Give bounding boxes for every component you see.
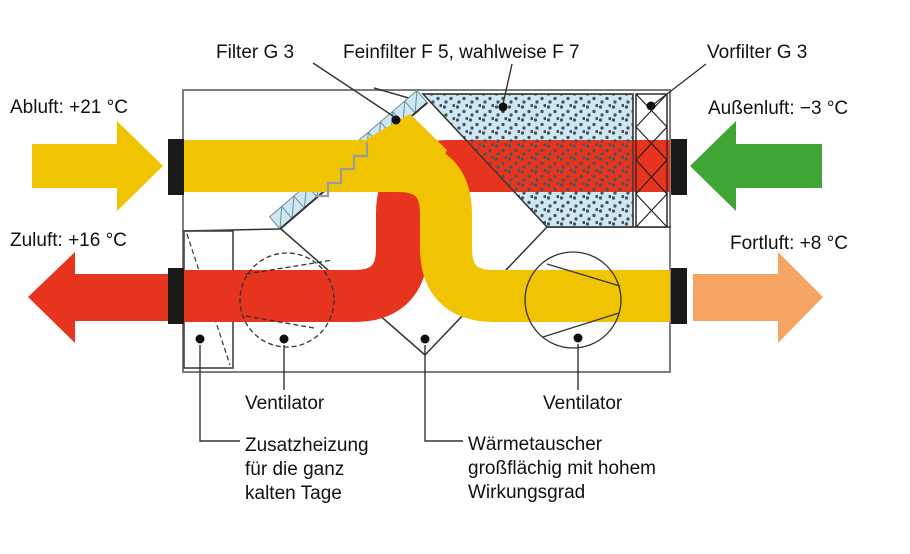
dot-filter-g3 xyxy=(391,115,401,125)
ventilator-left-symbol xyxy=(239,252,335,348)
connector-aussenluft xyxy=(671,139,687,195)
label-zusatzheizung: Zusatzheizung für die ganz kalten Tage xyxy=(245,435,369,504)
dot-zusatzheizung xyxy=(195,334,205,344)
label-aussenluft: Außenluft: −3 °C xyxy=(708,98,848,119)
ventilator-left-circle xyxy=(239,252,335,348)
filter-g3-staircase xyxy=(315,142,369,198)
aussenluft-arrow xyxy=(690,121,822,211)
label-ventilator-left: Ventilator xyxy=(245,393,325,414)
leader-feinfilter xyxy=(502,63,513,105)
anchor-dots xyxy=(195,101,656,344)
label-filter-g3: Filter G 3 xyxy=(216,42,294,63)
label-zusatzheizung-line2: für die ganz xyxy=(245,459,344,480)
zuluft-arrow xyxy=(28,252,168,343)
dot-vorfilter xyxy=(646,101,656,111)
dot-waermetauscher xyxy=(420,334,430,344)
label-feinfilter: Feinfilter F 5, wahlweise F 7 xyxy=(343,42,580,63)
vorfilter-zigzag xyxy=(635,93,668,228)
dot-ventilator-right xyxy=(573,333,583,343)
leader-filter-g3 xyxy=(312,62,397,119)
label-ventilator-right: Ventilator xyxy=(543,393,623,414)
label-fortluft: Fortluft: +8 °C xyxy=(730,233,848,254)
leader-vorfilter xyxy=(653,63,707,105)
ventilator-right-scroll xyxy=(542,263,621,338)
connector-fortluft xyxy=(671,268,687,324)
label-zusatzheizung-line3: kalten Tage xyxy=(245,483,342,504)
duct-connectors xyxy=(168,139,687,324)
label-zuluft: Zuluft: +16 °C xyxy=(10,230,127,251)
label-vorfilter: Vorfilter G 3 xyxy=(707,42,807,63)
connector-abluft xyxy=(168,139,184,195)
label-zusatzheizung-line1: Zusatzheizung xyxy=(245,435,369,456)
connector-zuluft xyxy=(168,268,184,324)
ventilator-right-circle xyxy=(524,251,622,349)
leader-lines xyxy=(199,62,707,442)
label-waermetauscher-line3: Wirkungsgrad xyxy=(468,482,585,503)
label-abluft: Abluft: +21 °C xyxy=(10,97,128,118)
ventilator-right-symbol xyxy=(524,251,622,349)
label-waermetauscher-line1: Wärmetauscher xyxy=(468,434,603,455)
dot-feinfilter xyxy=(498,102,508,112)
dot-ventilator-left xyxy=(279,334,289,344)
fortluft-arrow xyxy=(693,252,823,343)
label-waermetauscher: Wärmetauscher großflächig mit hohem Wirk… xyxy=(468,434,656,503)
label-waermetauscher-line2: großflächig mit hohem xyxy=(468,458,656,479)
leader-zusatzheizung xyxy=(199,345,240,442)
leader-waermetauscher xyxy=(424,345,463,442)
abluft-arrow xyxy=(32,121,163,211)
exhaust-air-band-filter-wedge xyxy=(358,114,447,192)
feinfilter-dots-overlay xyxy=(421,93,634,228)
ventilator-left-scroll xyxy=(245,259,334,329)
